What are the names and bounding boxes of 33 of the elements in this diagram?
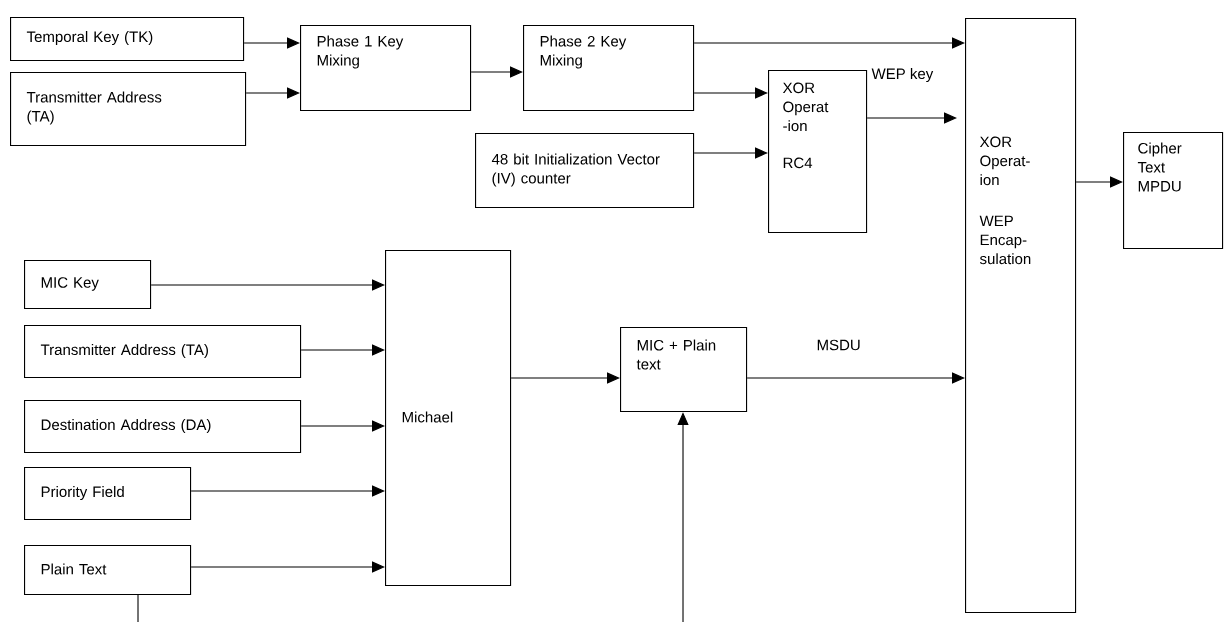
arrow [300, 420, 385, 432]
arrow [746, 372, 965, 384]
arrow [245, 87, 300, 99]
process-box: Transmitter Address (TA) [24, 325, 302, 379]
process-box: Destination Address (DA) [24, 400, 302, 454]
arrow [190, 561, 385, 573]
process-box: Plain Text [24, 545, 192, 596]
arrow [693, 147, 768, 159]
arrow [190, 485, 385, 497]
process-box: MIC Key [24, 260, 152, 310]
arrow [470, 66, 523, 78]
process-box: Cipher Text MPDU [1123, 132, 1224, 250]
process-box: 48 bit Initialization Vector (IV) counter [475, 133, 695, 209]
arrow [300, 344, 385, 356]
arrow [510, 372, 620, 384]
arrow [243, 37, 300, 49]
arrow [150, 279, 385, 291]
arrow [866, 112, 957, 124]
process-box: MIC + Plain text [620, 327, 748, 413]
process-box: Priority Field [24, 467, 192, 521]
process-box: Phase 1 Key Mixing [300, 25, 472, 112]
arrow [693, 37, 965, 49]
process-box: Michael [385, 250, 512, 587]
process-box: XOR Operat -ion RC4 [768, 70, 868, 234]
arrow [677, 412, 689, 622]
process-box: Temporal Key (TK) [10, 17, 245, 62]
arrow [1075, 176, 1123, 188]
process-box: Transmitter Address (TA) [10, 72, 247, 147]
process-box: Phase 2 Key Mixing [523, 25, 695, 112]
edge-label: WEP key [870, 67, 935, 83]
arrow [693, 87, 768, 99]
edge-label: MSDU [815, 338, 862, 352]
process-box: XOR Operat- ion WEP Encap- sulation [965, 18, 1077, 614]
